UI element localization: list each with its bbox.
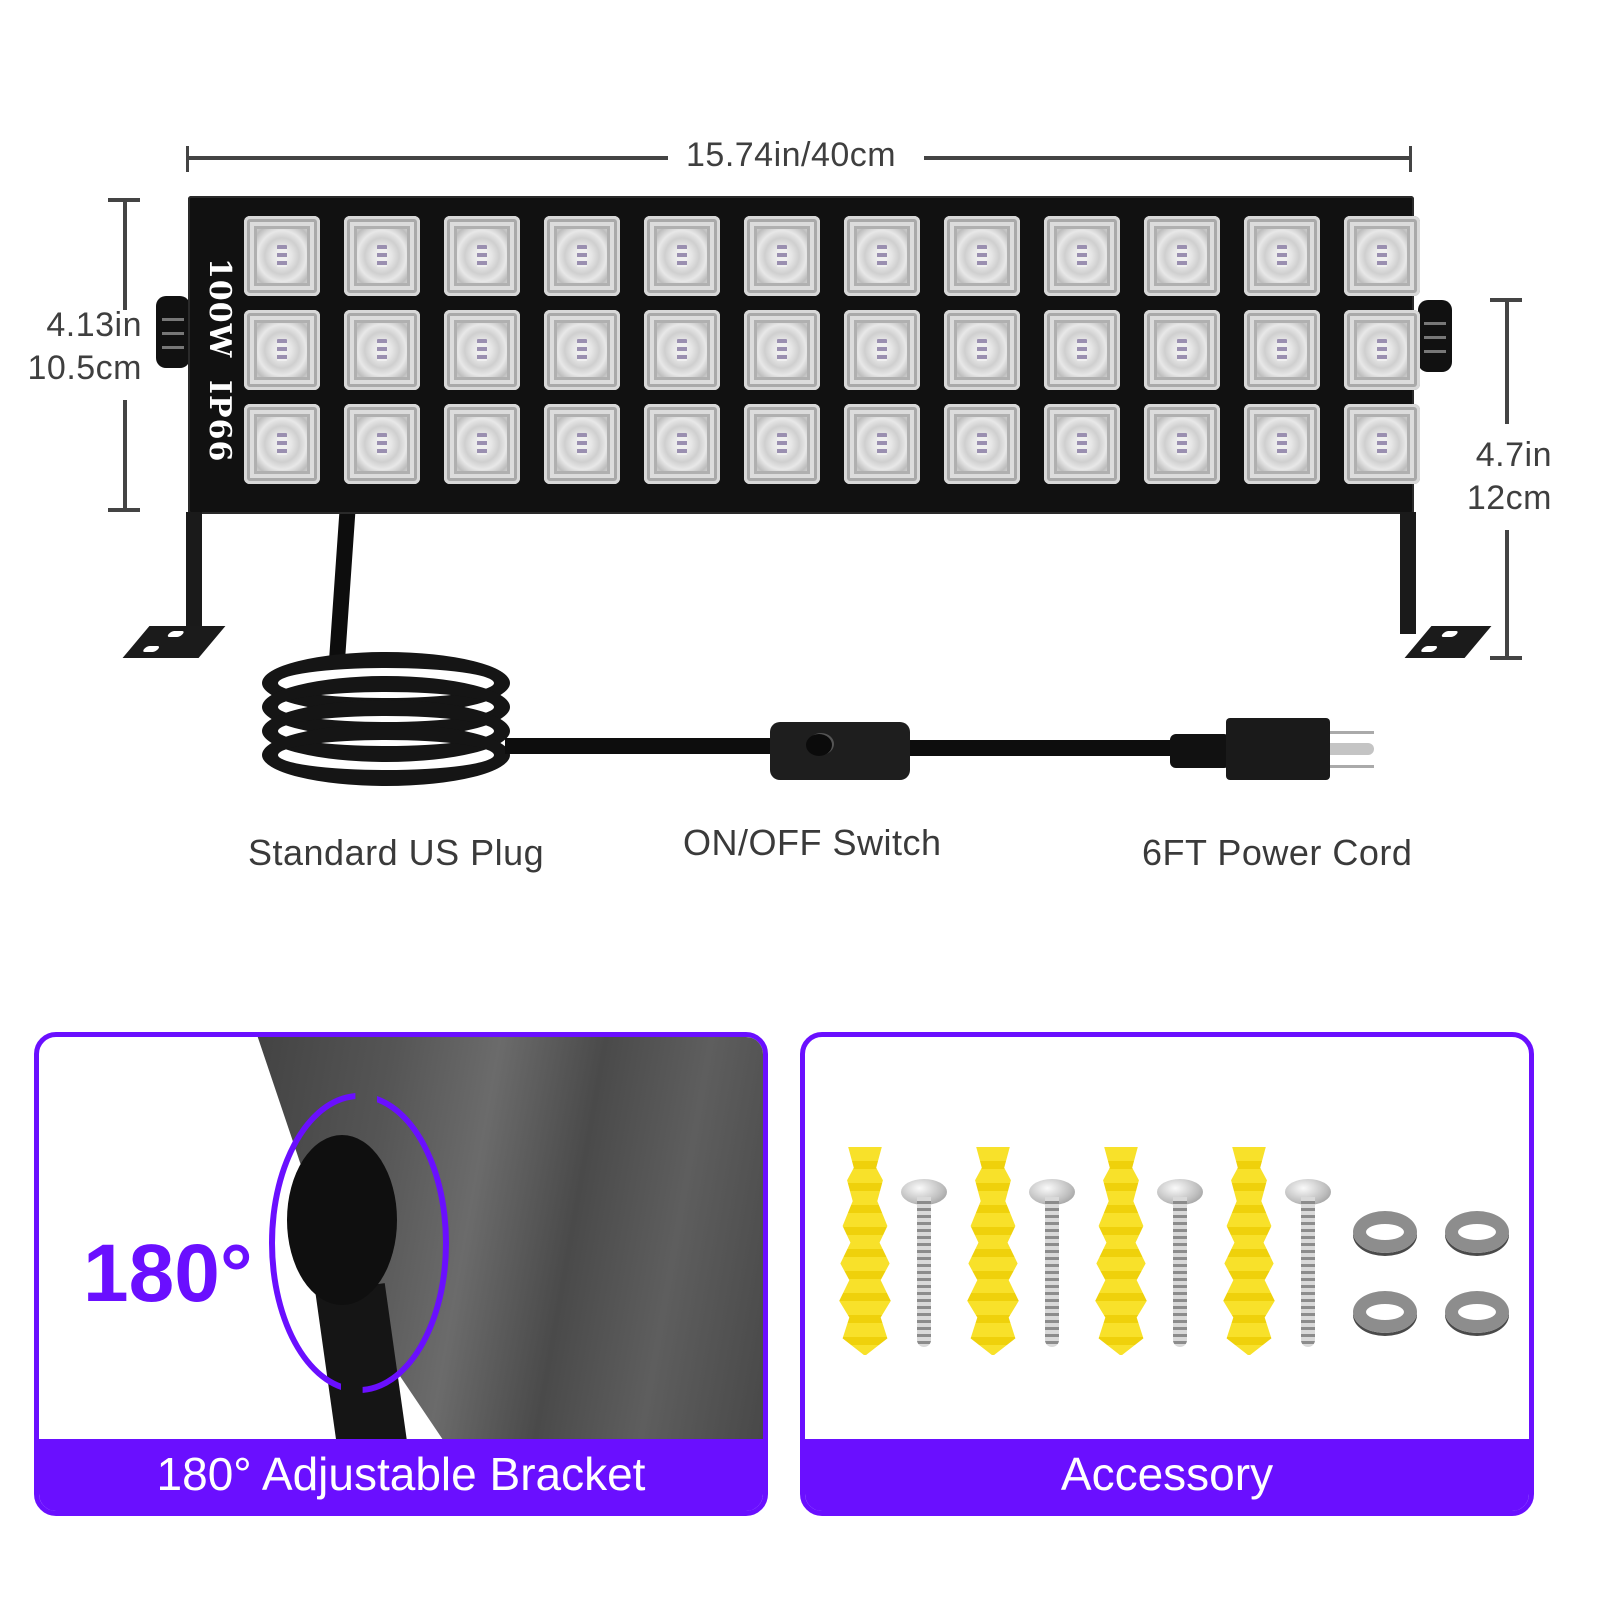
plug-strain-relief	[1170, 734, 1230, 768]
led-module-grid	[244, 216, 1420, 484]
right-knob-icon	[1418, 300, 1452, 372]
led-module	[844, 216, 920, 296]
led-module	[1244, 404, 1320, 484]
bracket-panel: 180° 180° Adjustable Bracket	[34, 1032, 768, 1516]
rotation-degree-label: 180°	[83, 1228, 253, 1319]
led-module	[1244, 216, 1320, 296]
led-module	[544, 216, 620, 296]
led-module	[1044, 216, 1120, 296]
on-off-switch	[770, 722, 910, 780]
width-dimension-label: 15.74in/40cm	[686, 136, 897, 174]
plug-ground-pin	[1330, 743, 1374, 755]
led-module	[844, 404, 920, 484]
right-bracket-leg	[1400, 512, 1416, 634]
led-module	[244, 216, 320, 296]
washer-icon	[1353, 1211, 1417, 1253]
led-module	[544, 404, 620, 484]
led-module	[244, 404, 320, 484]
switch-button-icon	[806, 734, 832, 756]
screw-icon	[1173, 1197, 1187, 1347]
cord-coil-loop	[262, 724, 510, 786]
dimension-line-width-left	[188, 156, 668, 160]
led-light-bar: 100W IP66	[188, 196, 1420, 514]
left-height-label: 4.13in 10.5cm	[22, 304, 142, 389]
ip-rating-label: IP66	[202, 380, 237, 463]
power-cord-segment	[505, 738, 770, 754]
left-height-inches: 4.13in	[46, 306, 142, 344]
wall-anchor-icon	[839, 1147, 891, 1355]
left-knob-icon	[156, 296, 190, 368]
led-module	[1044, 310, 1120, 390]
led-module	[944, 310, 1020, 390]
washer-icon	[1445, 1291, 1509, 1333]
led-module	[1344, 310, 1420, 390]
screw-icon	[917, 1197, 931, 1347]
right-height-label: 4.7in 12cm	[1452, 434, 1552, 519]
led-module	[544, 310, 620, 390]
dimension-tick-bottom-right	[1490, 656, 1522, 660]
rating-text: 100W IP66	[202, 258, 242, 463]
screw-icon	[1045, 1197, 1059, 1347]
right-height-cm: 12cm	[1466, 478, 1552, 517]
power-cord-segment	[910, 740, 1174, 756]
led-module	[1144, 216, 1220, 296]
accessory-panel-caption: Accessory	[805, 1439, 1529, 1511]
led-module	[644, 404, 720, 484]
dimension-tick-right	[1409, 146, 1412, 172]
led-module	[744, 404, 820, 484]
dimension-tick-left	[186, 146, 189, 172]
led-module	[1344, 216, 1420, 296]
plug-prong	[1330, 731, 1374, 734]
power-label: 100W	[202, 258, 237, 359]
dimension-tick-bottom-left	[108, 508, 140, 512]
dimension-line-right-bottom	[1505, 530, 1509, 658]
left-bracket-leg	[186, 512, 202, 634]
led-module	[744, 216, 820, 296]
led-module	[444, 310, 520, 390]
led-module	[1144, 310, 1220, 390]
plug-callout: Standard US Plug	[248, 832, 545, 873]
switch-callout: ON/OFF Switch	[683, 822, 942, 863]
led-module	[744, 310, 820, 390]
wall-anchor-icon	[1223, 1147, 1275, 1355]
bracket-panel-caption: 180° Adjustable Bracket	[39, 1439, 763, 1511]
dimension-line-width-right	[924, 156, 1410, 160]
rotation-arrow-icon	[269, 1093, 449, 1393]
dimension-line-left-top	[123, 200, 127, 310]
led-module	[1144, 404, 1220, 484]
power-cord-drop	[328, 514, 356, 664]
plug-prong	[1330, 765, 1374, 768]
led-module	[444, 404, 520, 484]
dimension-line-right-top	[1505, 300, 1509, 424]
led-module	[844, 310, 920, 390]
led-module	[1344, 404, 1420, 484]
left-height-cm: 10.5cm	[27, 348, 142, 387]
dimension-line-left-bottom	[123, 400, 127, 510]
led-module	[1044, 404, 1120, 484]
led-module	[344, 404, 420, 484]
washer-icon	[1445, 1211, 1509, 1253]
cord-callout: 6FT Power Cord	[1142, 832, 1413, 873]
led-module	[944, 404, 1020, 484]
wall-anchor-icon	[1095, 1147, 1147, 1355]
right-bracket-foot	[1404, 626, 1492, 658]
led-module	[344, 216, 420, 296]
led-module	[344, 310, 420, 390]
led-module	[644, 310, 720, 390]
accessory-panel: Accessory	[800, 1032, 1534, 1516]
wall-anchor-icon	[967, 1147, 1019, 1355]
left-bracket-foot	[122, 626, 226, 658]
led-module	[644, 216, 720, 296]
right-height-inches: 4.7in	[1475, 436, 1552, 474]
led-module	[244, 310, 320, 390]
washer-icon	[1353, 1291, 1417, 1333]
screw-icon	[1301, 1197, 1315, 1347]
led-module	[944, 216, 1020, 296]
us-plug-icon	[1226, 718, 1330, 780]
led-module	[444, 216, 520, 296]
led-module	[1244, 310, 1320, 390]
